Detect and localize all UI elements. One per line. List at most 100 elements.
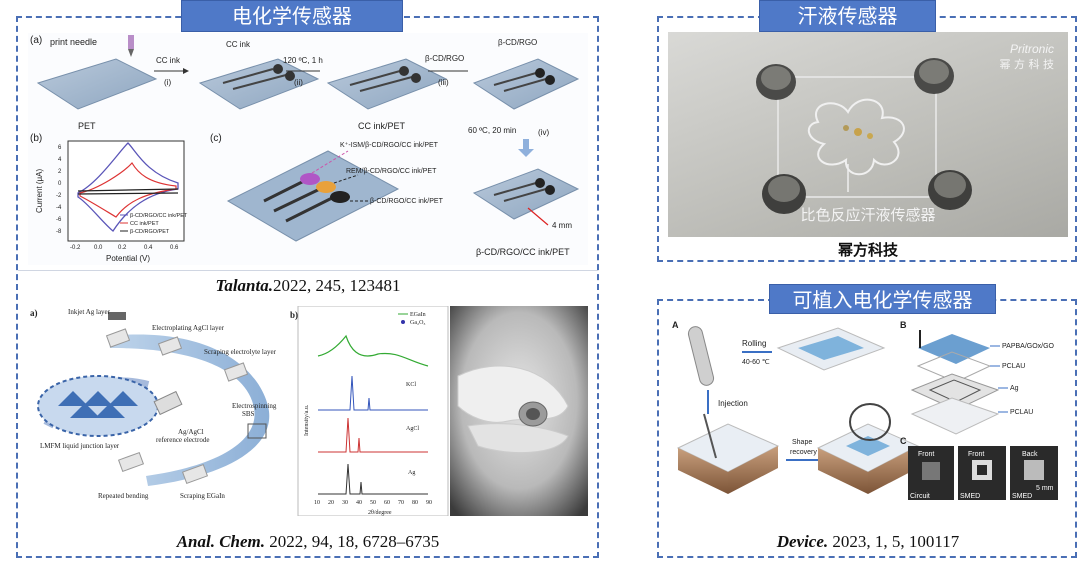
xrd-xlabel: 2θ/degree bbox=[368, 510, 392, 516]
talanta-figure: (a) print needle PET CC ink (i) CC ink 1… bbox=[28, 33, 588, 265]
xrd-xt0: 10 bbox=[314, 500, 320, 506]
c-scale: 5 mm bbox=[1036, 485, 1054, 492]
c-circuit: Circuit bbox=[910, 493, 930, 500]
pet-label: PET bbox=[78, 121, 96, 131]
fig-a2-label: a) bbox=[30, 308, 38, 318]
shape-label: Shape bbox=[792, 439, 812, 446]
cv-ytick-6: -6 bbox=[56, 217, 62, 223]
layer-2: Ag bbox=[1010, 385, 1019, 392]
cv-xtick-3: 0.4 bbox=[144, 245, 153, 251]
xrd-legend-0: EGaIn bbox=[410, 312, 426, 318]
cc-ink-label: CC ink bbox=[156, 56, 181, 65]
cv-xtick-0: -0.2 bbox=[70, 245, 81, 251]
recovery-label: recovery bbox=[790, 449, 817, 456]
analchem-rest: 2022, 94, 18, 6728–6735 bbox=[265, 532, 440, 551]
cv-ytick-4: -2 bbox=[56, 193, 62, 199]
xrd-xt6: 70 bbox=[398, 500, 404, 506]
step-iv-label: (iv) bbox=[538, 128, 549, 137]
implant-figure: A Rolling 40-60 ℃ Injection Shape recove… bbox=[668, 318, 1068, 506]
brand-name: Pritronic bbox=[1009, 42, 1054, 56]
layer-3: PCLAU bbox=[1010, 409, 1033, 416]
xrd-kcl: KCl bbox=[406, 382, 416, 388]
cv-ytick-3: 0 bbox=[58, 181, 62, 187]
electroplating-label: Electroplating AgCl layer bbox=[152, 324, 225, 332]
cv-xtick-1: 0.0 bbox=[94, 245, 103, 251]
c-front2: Front bbox=[968, 451, 984, 458]
implant-A: A bbox=[672, 320, 679, 330]
cc-ink2-label: CC ink bbox=[226, 40, 251, 49]
talanta-journal: Talanta. bbox=[215, 276, 273, 295]
cv-ytick-0: 6 bbox=[58, 145, 62, 151]
mm-label: 4 mm bbox=[552, 221, 572, 230]
cv-ylabel: Current (μA) bbox=[35, 168, 44, 213]
implant-title: 可植入电化学传感器 bbox=[769, 284, 996, 314]
fig-c-l1: K⁺-ISM/β-CD/RGO/CC ink/PET bbox=[340, 142, 439, 149]
electrospinning-label: Electrospinning bbox=[232, 402, 277, 410]
xrd-xt4: 50 bbox=[370, 500, 376, 506]
xrd-legend-1: Ga₂O₃ bbox=[410, 320, 426, 326]
c-smed1: SMED bbox=[960, 493, 980, 500]
fig-c-label: (c) bbox=[210, 133, 222, 144]
xrd-xt3: 40 bbox=[356, 500, 362, 506]
sweat-caption: 幂方科技 bbox=[837, 241, 898, 259]
c-back: Back bbox=[1022, 451, 1038, 458]
analchem-journal: Anal. Chem. bbox=[176, 532, 266, 551]
device-journal: Device. bbox=[776, 532, 829, 551]
xrd-xt5: 60 bbox=[384, 500, 390, 506]
divider-line bbox=[18, 270, 598, 271]
cv-legend-0: β-CD/RGO/CC ink/PET bbox=[130, 213, 188, 219]
layer-0: PAPBA/GOx/GO bbox=[1002, 343, 1055, 350]
device-citation: Device. 2023, 1, 5, 100117 bbox=[668, 532, 1068, 552]
ref-label: reference electrode bbox=[156, 436, 209, 444]
sweat-overlay-text: 比色反应汗液传感器 bbox=[800, 206, 936, 224]
fig-a-label: (a) bbox=[30, 35, 42, 46]
step-iii-label: (iii) bbox=[438, 78, 449, 87]
c-front1: Front bbox=[918, 451, 934, 458]
scraping-g-label: Scraping EGaIn bbox=[180, 492, 225, 500]
layer-1: PCLAU bbox=[1002, 363, 1025, 370]
xrd-agcl: AgCl bbox=[406, 426, 419, 432]
agagcl-label: Ag/AgCl bbox=[178, 428, 204, 436]
talanta-rest: 2022, 245, 123481 bbox=[272, 276, 401, 295]
device-rest: 2023, 1, 5, 100117 bbox=[828, 532, 960, 551]
injection-label: Injection bbox=[718, 399, 748, 408]
implant-C: C bbox=[900, 436, 907, 446]
inkjet-label: Inkjet Ag layer bbox=[68, 308, 111, 316]
xrd-xt8: 90 bbox=[426, 500, 432, 506]
cd-rgo2-label: β-CD/RGO bbox=[498, 38, 537, 47]
scraping-e-label: Scraping electrolyte layer bbox=[204, 348, 277, 356]
cv-legend-2: β-CD/RGO/PET bbox=[130, 229, 170, 235]
xrd-xt1: 20 bbox=[328, 500, 334, 506]
xrd-ylabel: Intensity/a.u. bbox=[304, 404, 310, 436]
cv-xtick-2: 0.2 bbox=[118, 245, 127, 251]
cv-legend-1: CC ink/PET bbox=[130, 221, 159, 227]
fig-c-l2: REM/β-CD/RGO/CC ink/PET bbox=[346, 168, 437, 175]
sbs-label: SBS bbox=[242, 410, 255, 418]
analchem-figure: a) Inkjet Ag layer Electroplating AgCl l… bbox=[28, 306, 588, 516]
brand-cn: 幂 方 科 技 bbox=[999, 58, 1055, 71]
cv-xtick-4: 0.6 bbox=[170, 245, 179, 251]
cv-ytick-5: -4 bbox=[56, 205, 62, 211]
cv-ytick-2: 2 bbox=[58, 169, 62, 175]
sweat-title: 汗液传感器 bbox=[759, 0, 936, 32]
fig-b-label: (b) bbox=[30, 133, 42, 144]
talanta-citation: Talanta.2022, 245, 123481 bbox=[28, 276, 588, 296]
xrd-xt2: 30 bbox=[342, 500, 348, 506]
lmfm-label: LMFM liquid junction layer bbox=[40, 442, 120, 450]
print-needle-label: print needle bbox=[50, 37, 97, 47]
electrochem-title: 电化学传感器 bbox=[181, 0, 403, 32]
c-smed2: SMED bbox=[1012, 493, 1032, 500]
fig-c-l3: β-CD/RGO/CC ink/PET bbox=[370, 198, 444, 205]
implant-B: B bbox=[900, 320, 907, 330]
cv-ytick-1: 4 bbox=[58, 157, 62, 163]
rolling-temp: 40-60 ℃ bbox=[742, 359, 770, 366]
fig-b2-label: b) bbox=[290, 310, 298, 320]
sweat-photo: Pritronic 幂 方 科 技 比色反应汗液传感器 bbox=[668, 32, 1068, 237]
cv-xlabel: Potential (V) bbox=[106, 254, 150, 263]
rolling-label: Rolling bbox=[742, 339, 766, 348]
cc-pet-label: CC ink/PET bbox=[358, 121, 406, 131]
pritronic-logo: Pritronic 幂 方 科 技 bbox=[1000, 42, 1055, 72]
analchem-citation: Anal. Chem. 2022, 94, 18, 6728–6735 bbox=[28, 532, 588, 552]
final-label: β-CD/RGO/CC ink/PET bbox=[476, 247, 570, 257]
temp2-label: 60 ºC, 20 min bbox=[468, 126, 516, 135]
